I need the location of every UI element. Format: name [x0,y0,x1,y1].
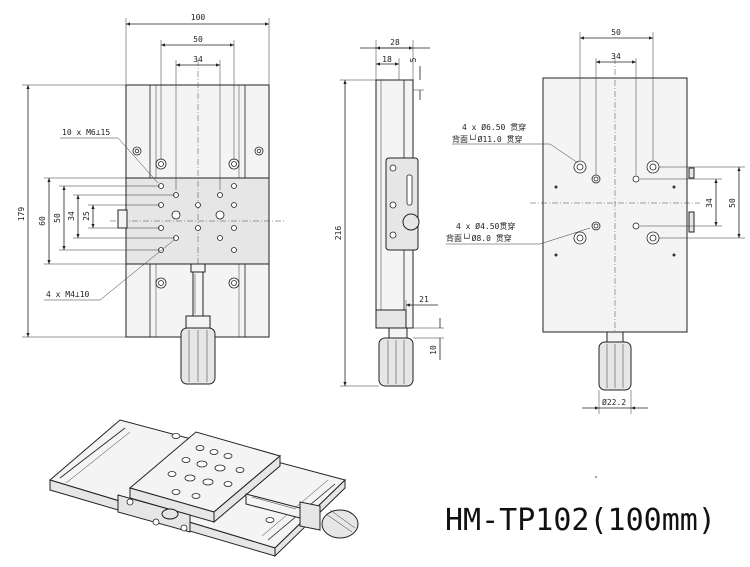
dim-bottom-34: 34 [611,52,621,61]
callout-m4: 4 x M4⊥10 [46,290,90,299]
dim-width-100: 100 [191,13,206,22]
dim-height-60: 60 [38,216,47,226]
dim-side-10: 10 [429,345,438,355]
dim-side-21: 21 [419,295,429,304]
dim-side-5: 5 [409,57,418,62]
dim-height-34: 34 [67,211,76,221]
callout-hole65-line2: 背面└┘Ø11.0 贯穿 [452,134,523,144]
callout-hole65-line1: 4 x Ø6.50 贯穿 [462,122,526,132]
top-view: 100 50 34 179 60 50 34 25 [17,13,285,385]
dim-bottom-right-50: 50 [728,198,737,208]
dim-side-216: 216 [334,226,343,241]
dim-bottom-right-34: 34 [705,198,714,208]
side-view: 28 18 5 216 21 10 [334,38,444,387]
model-title: HM-TP102(100mm) [445,503,716,538]
callout-hole45-line1: 4 x Ø4.50贯穿 [456,221,515,231]
dim-bottom-50: 50 [611,28,621,37]
dim-height-179: 179 [17,207,26,222]
iso-knob [321,509,359,539]
callout-hole45-line2: 背面└┘Ø8.0 贯穿 [446,233,512,243]
dim-height-50: 50 [53,213,62,223]
dim-height-25: 25 [82,211,91,221]
dim-knob-diameter: Ø22.2 [602,397,626,407]
bottom-view: 50 34 34 50 Ø22.2 4 x Ø6.50 贯穿 背面└┘Ø11.0… [446,28,745,414]
dim-side-28: 28 [390,38,400,47]
dim-side-18: 18 [382,55,392,64]
callout-m6: 10 x M6⊥15 [62,128,110,137]
dim-top-34: 34 [193,55,203,64]
isometric-view [48,419,359,558]
dim-top-50: 50 [193,35,203,44]
